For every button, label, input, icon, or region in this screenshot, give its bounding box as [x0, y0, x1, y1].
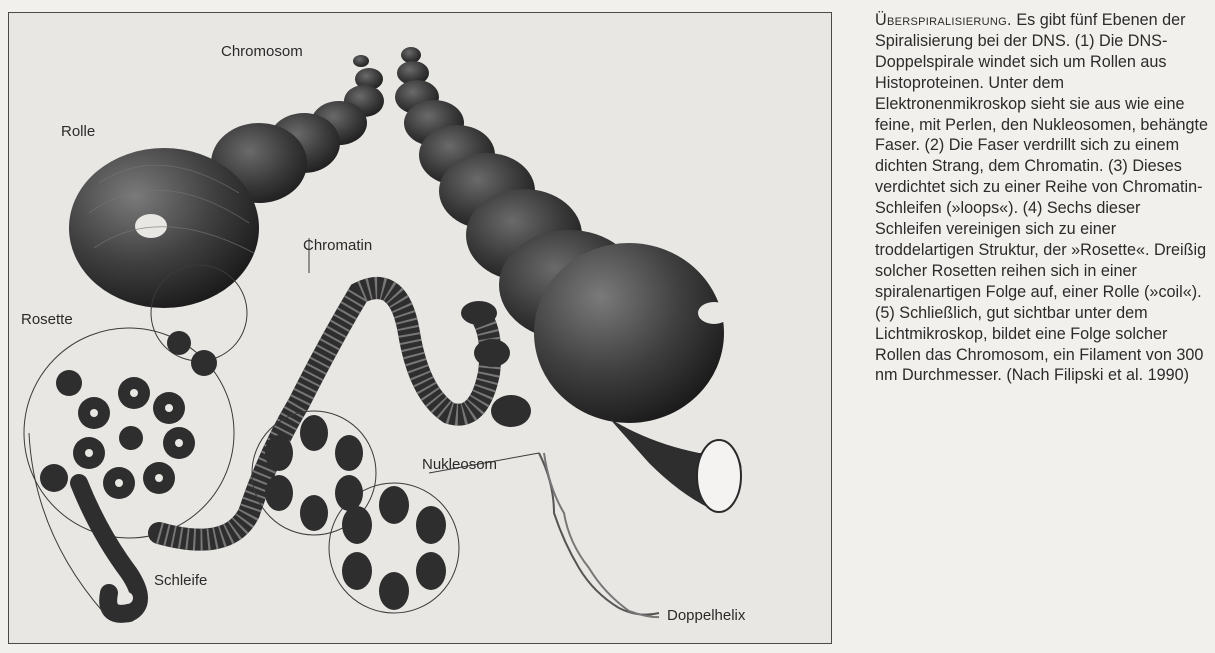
- caption-lead: Überspiralisierung.: [875, 11, 1012, 29]
- nucleosome-rosettes: [252, 411, 459, 613]
- label-chromatin: Chromatin: [303, 237, 372, 254]
- double-helix: [429, 453, 659, 617]
- figure-caption: Überspiralisierung. Es gibt fünf Ebenen …: [875, 10, 1210, 650]
- dna-coiling-illustration: [9, 13, 832, 644]
- label-chromosom: Chromosom: [221, 43, 303, 60]
- rosette-structure: [24, 328, 234, 538]
- label-schleife: Schleife: [154, 572, 207, 589]
- label-nukleosom: Nukleosom: [422, 456, 497, 473]
- label-doppelhelix: Doppelhelix: [667, 607, 745, 624]
- label-rosette: Rosette: [21, 311, 73, 328]
- figure-panel: Chromosom Rolle Chromatin Rosette Nukleo…: [8, 12, 832, 644]
- label-rolle: Rolle: [61, 123, 95, 140]
- caption-body: Es gibt fünf Ebenen der Spiralisierung b…: [875, 11, 1208, 384]
- chromatid-right: [395, 47, 742, 512]
